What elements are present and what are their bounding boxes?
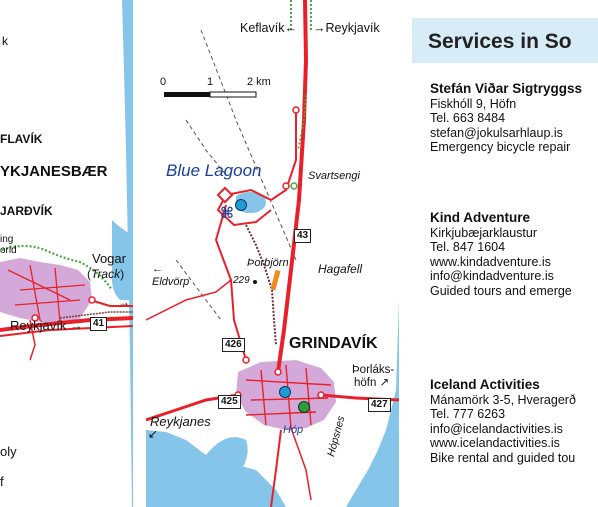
label-reykjavik-direction: →Reykjavík: [313, 21, 380, 35]
service-entry-1-line-0: Kirkjubæjarklaustur: [430, 225, 537, 240]
label-keflavik-direction: Keflavík←: [240, 21, 297, 35]
elevation-point-229: [253, 280, 257, 284]
center-dashed-boundary-2: [185, 119, 227, 176]
service-entry-1: Kind Adventure Kirkjubæjarklaustur Tel. …: [430, 210, 572, 298]
left-label-top-letter: k: [2, 34, 8, 48]
scale-bar-white: [209, 91, 257, 98]
left-label-keflavik: FLAVÍK: [0, 132, 43, 146]
service-entry-0: Stefán Viðar Sigtryggss Fiskhóll 9, Höfn…: [430, 81, 583, 155]
services-title: Services in So: [428, 30, 572, 53]
service-entry-2-line-3: www.icelandactivities.is: [430, 436, 560, 450]
poi-green-dot-grindavik: [298, 401, 310, 413]
arrow-reykjanes: ↙: [148, 427, 159, 441]
left-road-link: [89, 299, 133, 307]
service-entry-0-line-0: Fiskhóll 9, Höfn: [430, 96, 517, 111]
poi-blue-dot-lagoon: [235, 199, 247, 211]
label-thorbjorn: Þorbjörn: [247, 257, 289, 269]
label-thorlakshofn-2: höfn ↗: [354, 377, 390, 389]
left-brown-path: [59, 311, 133, 319]
label-eldvorp: Eldvörp: [152, 276, 190, 288]
left-label-reykjanesbaer: YKJANESBÆR: [0, 163, 108, 180]
road-shield-427: 427: [368, 398, 391, 412]
thorbjorn-marker: [270, 269, 281, 291]
scale-label-1: 1: [207, 76, 214, 88]
left-label-bottom-1: oly: [0, 444, 17, 459]
service-entry-1-name: Kind Adventure: [430, 210, 531, 225]
service-entry-2-line-4: Bike rental and guided tou: [430, 450, 576, 465]
left-label-track: (Track): [87, 267, 125, 281]
poi-blue-dot-grindavik: [279, 386, 291, 398]
panel-divider-1: [133, 0, 146, 507]
scale-label-0: 0: [160, 76, 167, 88]
road-shield-426: 426: [222, 338, 245, 352]
blue-lagoon-spa-icon: ⌘: [220, 205, 234, 222]
left-coast-inlet: [111, 220, 133, 300]
road-blue-lagoon: [216, 188, 272, 227]
blue-lagoon-square: [216, 186, 234, 204]
left-urban-streets: [7, 264, 86, 323]
service-entry-1-line-4: Guided tours and emerge: [430, 283, 572, 298]
left-label-reykjavik: Reykjavík →: [10, 318, 83, 333]
left-road-shield-41: 41: [90, 317, 108, 331]
services-panel: Services in So Stefán Viðar Sigtryggss F…: [412, 0, 598, 507]
service-entry-0-line-3: Emergency bicycle repair: [430, 140, 571, 154]
service-entry-0-line-2: stefan@jokulsarhlaup.is: [430, 125, 563, 140]
service-entry-2: Iceland Activities Mánamörk 3-5, Hverage…: [430, 377, 576, 465]
center-land: [146, 0, 399, 507]
label-thorlakshofn-1: Þorláks-: [352, 364, 395, 376]
left-road-south: [29, 319, 36, 361]
panel-divider-2: [399, 0, 412, 507]
left-label-viking-world-1: ing: [0, 234, 14, 245]
thorbjorn-trail: [245, 224, 277, 346]
center-harbour: [206, 437, 248, 470]
center-dashed-boundary-1: [200, 29, 297, 261]
left-label-njardvik: JARÐVÍK: [0, 204, 53, 218]
road-shield-425: 425: [218, 395, 241, 409]
road-svartsengi: [270, 110, 297, 201]
left-label-vogar: Vogar: [92, 251, 126, 266]
service-entry-2-line-0: Mánamörk 3-5, Hveragerð: [430, 392, 576, 407]
left-land: [0, 0, 132, 507]
left-map-panel: k FLAVÍK YKJANESBÆR JARÐVÍK ing orld Vog…: [0, 0, 133, 507]
service-entry-2-line-2: info@icelandactivities.is: [430, 421, 563, 436]
services-header-band: [412, 18, 598, 63]
label-hop: Hóp: [283, 424, 304, 436]
center-map-graphics: [146, 0, 399, 507]
service-entry-0-name: Stefán Viðar Sigtryggss: [430, 81, 583, 96]
service-entry-1-line-1: Tel. 847 1604: [430, 240, 506, 254]
label-blue-lagoon: Blue Lagoon: [166, 161, 262, 180]
scale-bar-black: [164, 92, 210, 97]
center-green-track-2: [297, 94, 307, 151]
left-arrow-right: →: [118, 295, 130, 309]
road-south: [270, 429, 282, 507]
left-label-bottom-2: f: [0, 474, 4, 489]
center-map-panel: Keflavík← →Reykjavík 0 1 2 km Blue Lagoo…: [146, 0, 399, 507]
highway-43: [276, 0, 309, 373]
label-svartsengi: Svartsengi: [308, 170, 360, 182]
service-entry-1-line-3: info@kindadventure.is: [430, 269, 554, 283]
road-hop: [290, 427, 312, 501]
service-entry-2-line-1: Tel. 777 6263: [430, 407, 506, 421]
road-shield-43: 43: [294, 229, 312, 243]
label-hagafell: Hagafell: [318, 262, 363, 276]
service-entry-0-line-1: Tel. 663 8484: [430, 111, 506, 125]
left-arrow-eldvorp: ←: [152, 263, 163, 275]
label-grindavik: GRINDAVÍK: [289, 335, 378, 352]
road-eldvorp: [146, 279, 232, 321]
center-green-track: [290, 0, 312, 30]
left-map-graphics: [0, 0, 133, 507]
left-urban-area: [0, 258, 92, 325]
scale-label-2km: 2 km: [247, 76, 271, 88]
center-dashed-boundary-3: [175, 259, 222, 321]
service-entry-2-name: Iceland Activities: [430, 377, 540, 392]
label-reykjanes: Reykjanes: [150, 414, 211, 429]
service-entry-1-line-2: www.kindadventure.is: [430, 254, 551, 269]
left-highway-41: [0, 316, 133, 332]
left-label-viking-world-2: orld: [0, 245, 17, 256]
label-elevation-229: 229: [233, 275, 250, 286]
